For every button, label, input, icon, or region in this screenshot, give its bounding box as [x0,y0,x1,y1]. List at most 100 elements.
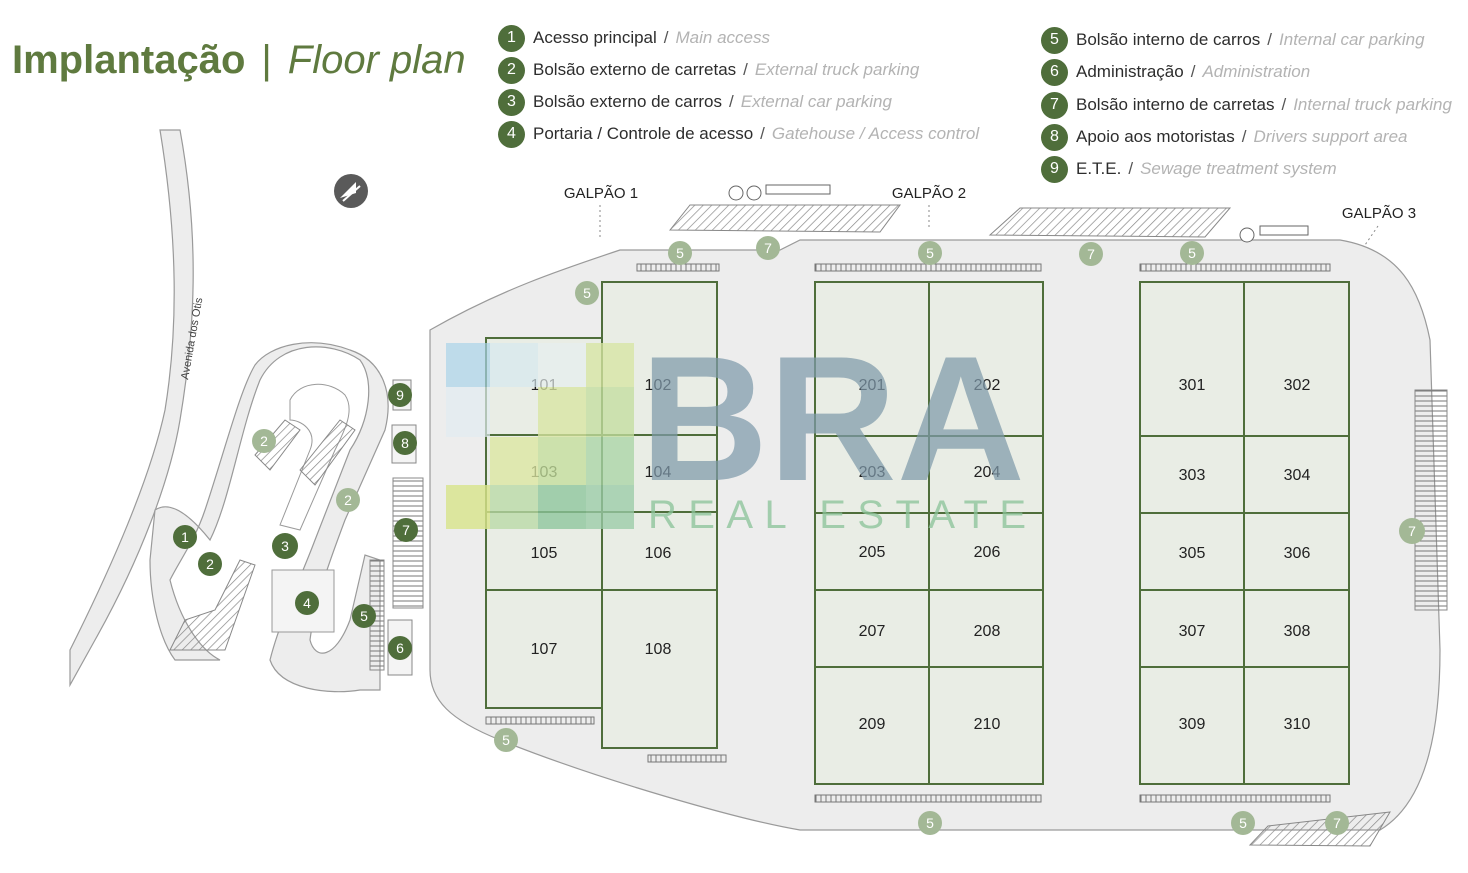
page-title: Implantação | Floor plan [12,38,466,83]
svg-text:1: 1 [181,529,189,545]
unit-label: 304 [1284,467,1311,484]
svg-text:7: 7 [1408,523,1416,539]
svg-text:3: 3 [281,538,289,554]
legend-slash: / [1267,30,1273,49]
unit-label: 201 [859,377,886,394]
utility-pad [765,184,831,195]
marker-internal-car-parking: 5 [918,811,942,835]
legend-slash: / [1128,159,1134,178]
legend-label-en: Sewage treatment system [1140,159,1337,178]
unit-label: 305 [1179,545,1206,562]
legend-label-en: Administration [1202,62,1311,81]
legend-slash: / [1190,62,1196,81]
galpao-2-building [814,281,1044,785]
marker-sewage-treatment: 9 [388,383,412,407]
legend-label-en: External car parking [740,92,892,111]
external-truck-parking-stalls [254,419,301,471]
internal-car-parking-stalls [1139,794,1331,803]
north-arrow-icon [334,174,368,208]
internal-truck-parking-stalls [392,477,424,609]
legend-label-pt: Bolsão externo de carros [533,92,722,111]
legend-number-badge: 9 [1041,155,1068,183]
internal-truck-parking-stalls [1414,389,1448,611]
access-loop [149,342,389,693]
svg-text:5: 5 [583,285,591,301]
legend-item-gatehouse: 4 Portaria / Controle de acesso/Gatehous… [498,120,979,148]
internal-car-parking-stalls [814,794,1042,803]
svg-text:9: 9 [396,387,404,403]
marker-internal-car-parking: 5 [575,281,599,305]
unit-label: 202 [974,377,1001,394]
unit-label: 303 [1179,467,1206,484]
legend-label-en: Main access [675,28,770,47]
utility-pad [1259,225,1309,236]
legend-item-external-car-parking: 3 Bolsão externo de carros/External car … [498,88,892,116]
legend-slash: / [1241,127,1247,146]
legend-slash: / [729,92,734,111]
unit-label: 203 [859,464,886,481]
internal-car-parking-stalls [814,263,1042,272]
svg-text:7: 7 [764,240,772,256]
external-truck-parking-stalls [169,559,256,651]
utility-tank [728,185,744,201]
legend-label-en: Gatehouse / Access control [771,124,980,143]
internal-car-parking-stalls [1139,263,1331,272]
legend-slash: / [760,124,765,143]
marker-gatehouse: 4 [295,591,319,615]
legend-label-pt: Bolsão externo de carretas [533,60,737,79]
title-english: Floor plan [287,38,466,82]
legend-label-pt: Administração [1076,62,1184,81]
svg-text:5: 5 [502,732,510,748]
utility-tank [746,185,762,201]
unit-label: 302 [1284,377,1311,394]
unit-label: 210 [974,716,1001,733]
internal-car-parking-stalls [485,716,595,725]
legend-slash: / [1281,95,1287,114]
svg-text:5: 5 [926,815,934,831]
unit-label: 306 [1284,545,1311,562]
legend-item-administration: 6 Administração/Administration [1041,58,1310,86]
legend-item-sewage-treatment: 9 E.T.E./Sewage treatment system [1041,155,1337,183]
marker-internal-car-parking: 5 [1231,811,1255,835]
unit-label: 204 [974,464,1001,481]
legend-number-badge: 1 [498,24,525,52]
galpao-2-label: GALPÃO 2 [892,185,966,202]
marker-administration: 6 [388,636,412,660]
internal-car-parking-stalls [636,263,720,272]
internal-truck-parking-stalls [988,207,1232,238]
svg-text:2: 2 [344,492,352,508]
unit-label: 310 [1284,716,1311,733]
legend-number-badge: 2 [498,56,525,84]
marker-internal-truck-parking: 7 [394,518,418,542]
marker-external-truck-parking: 2 [198,552,222,576]
svg-text:6: 6 [396,640,404,656]
unit-label: 309 [1179,716,1206,733]
galpao-3-label: GALPÃO 3 [1342,205,1416,222]
unit-label: 208 [974,623,1001,640]
legend-label-pt: Acesso principal [533,28,657,47]
marker-internal-truck-parking: 7 [756,236,780,260]
marker-internal-car-parking: 5 [918,241,942,265]
marker-internal-car-parking: 5 [668,241,692,265]
svg-text:7: 7 [1087,246,1095,262]
legend-slash: / [663,28,669,47]
watermark-logo: BRA REAL ESTATE [446,319,1026,537]
svg-text:7: 7 [402,522,410,538]
marker-main-access: 1 [173,525,197,549]
title-separator: | [261,38,272,82]
legend-number-badge: 7 [1041,91,1068,119]
legend-item-internal-car-parking: 5 Bolsão interno de carros/Internal car … [1041,26,1425,54]
unit-label: 307 [1179,623,1206,640]
legend-label-pt: Bolsão interno de carretas [1076,95,1275,114]
svg-text:5: 5 [1239,815,1247,831]
title-portuguese: Implantação [12,38,246,82]
legend-label-pt: Portaria / Controle de acesso [533,124,754,143]
legend-number-badge: 8 [1041,123,1068,151]
legend-item-internal-truck-parking: 7 Bolsão interno de carretas/Internal tr… [1041,91,1452,119]
svg-text:5: 5 [926,245,934,261]
galpao-3-building [1139,281,1350,785]
internal-car-parking-stalls [647,754,727,763]
legend-label-en: External truck parking [754,60,920,79]
marker-internal-car-parking: 5 [1180,241,1204,265]
legend-label-en: Drivers support area [1253,127,1408,146]
